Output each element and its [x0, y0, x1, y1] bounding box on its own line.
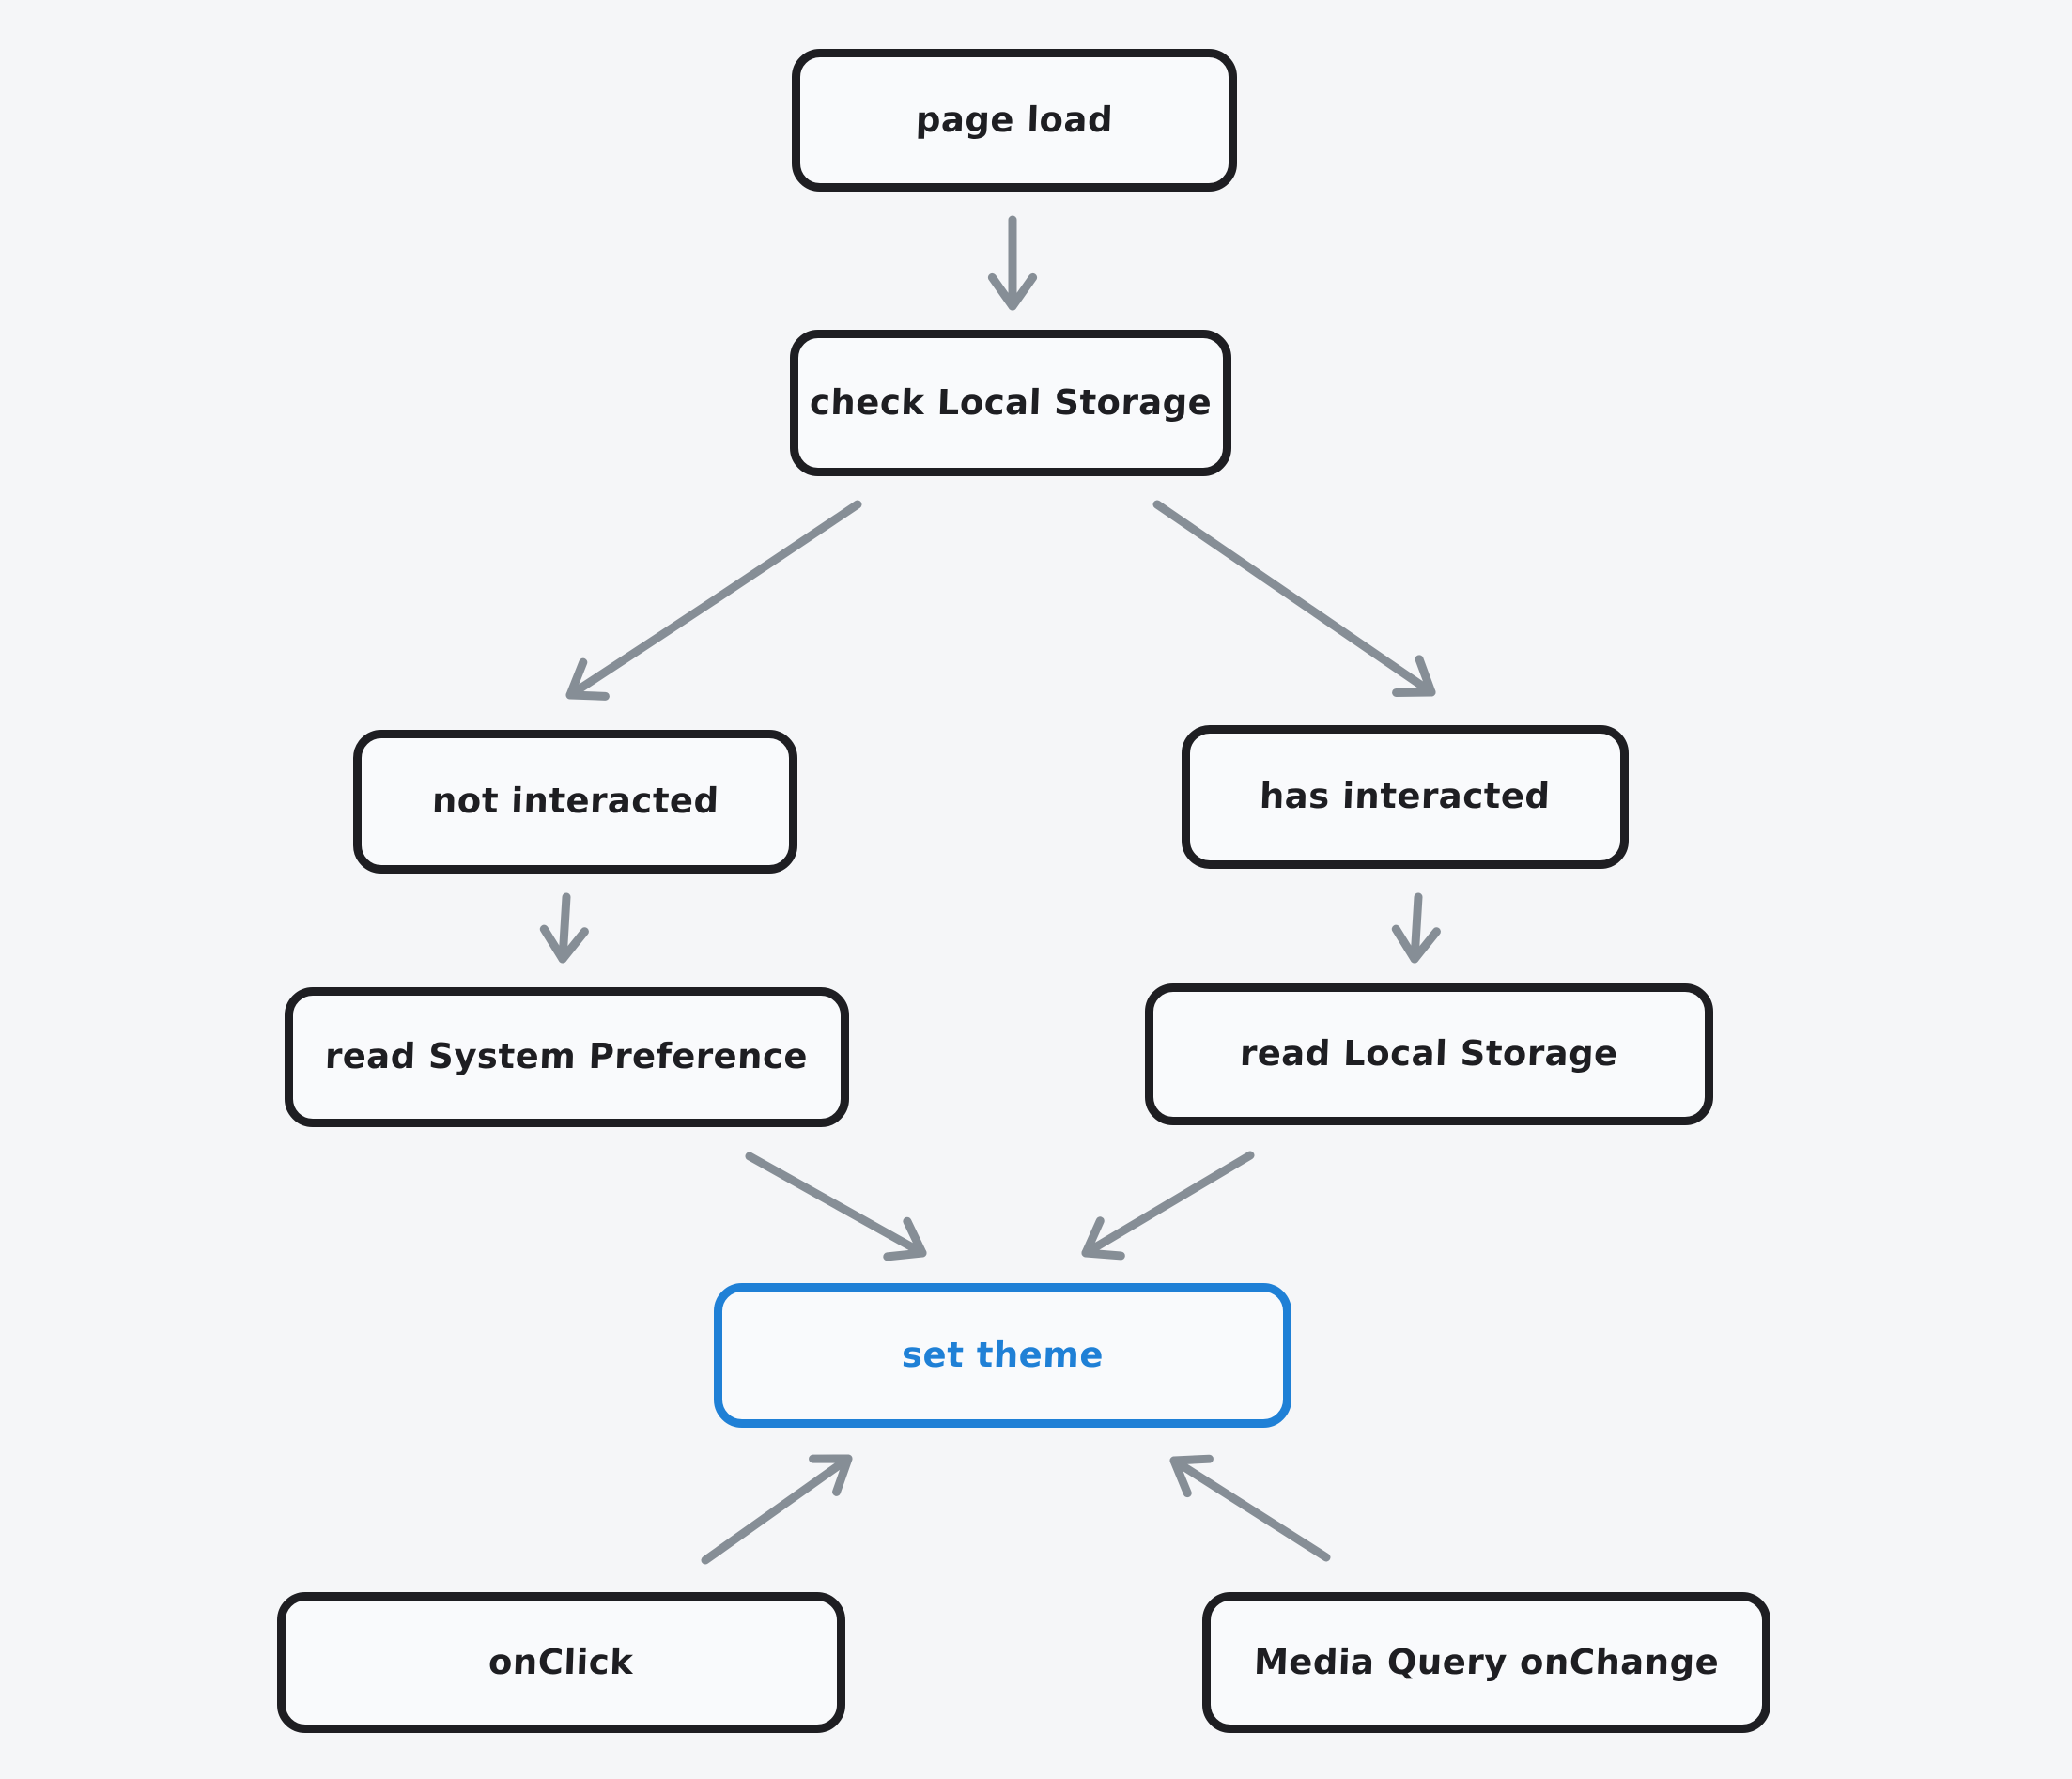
node-onclick: onClick — [277, 1592, 845, 1733]
arrow-check-local-storage-to-has-interacted — [1152, 500, 1436, 697]
node-read-local-storage: read Local Storage — [1145, 983, 1713, 1125]
node-not-interacted-label: not interacted — [430, 781, 720, 822]
arrow-onclick-to-set-theme — [701, 1454, 853, 1565]
node-media-query-onchange-label: Media Query onChange — [1253, 1641, 1720, 1682]
node-set-theme-label: set theme — [901, 1334, 1105, 1375]
arrow-check-local-storage-to-not-interacted — [565, 500, 862, 701]
arrow-has-interacted-to-read-local-storage — [1391, 892, 1441, 964]
node-read-system-preference: read System Preference — [285, 987, 849, 1127]
arrow-not-interacted-to-read-system-preference — [539, 892, 589, 964]
node-check-local-storage: check Local Storage — [790, 330, 1231, 476]
node-read-system-preference-label: read System Preference — [324, 1036, 810, 1077]
node-media-query-onchange: Media Query onChange — [1202, 1592, 1770, 1733]
node-not-interacted: not interacted — [353, 730, 797, 874]
node-onclick-label: onClick — [487, 1641, 635, 1682]
node-has-interacted: has interacted — [1182, 725, 1629, 869]
node-check-local-storage-label: check Local Storage — [809, 381, 1213, 423]
arrow-media-query-onchange-to-set-theme — [1169, 1454, 1331, 1562]
node-set-theme: set theme — [714, 1283, 1291, 1428]
node-read-local-storage-label: read Local Storage — [1239, 1033, 1619, 1075]
node-page-load-label: page load — [915, 99, 1114, 140]
node-page-load: page load — [792, 49, 1237, 192]
node-has-interacted-label: has interacted — [1259, 776, 1552, 817]
arrow-read-system-preference-to-set-theme — [745, 1152, 927, 1261]
arrow-read-local-storage-to-set-theme — [1081, 1151, 1255, 1261]
